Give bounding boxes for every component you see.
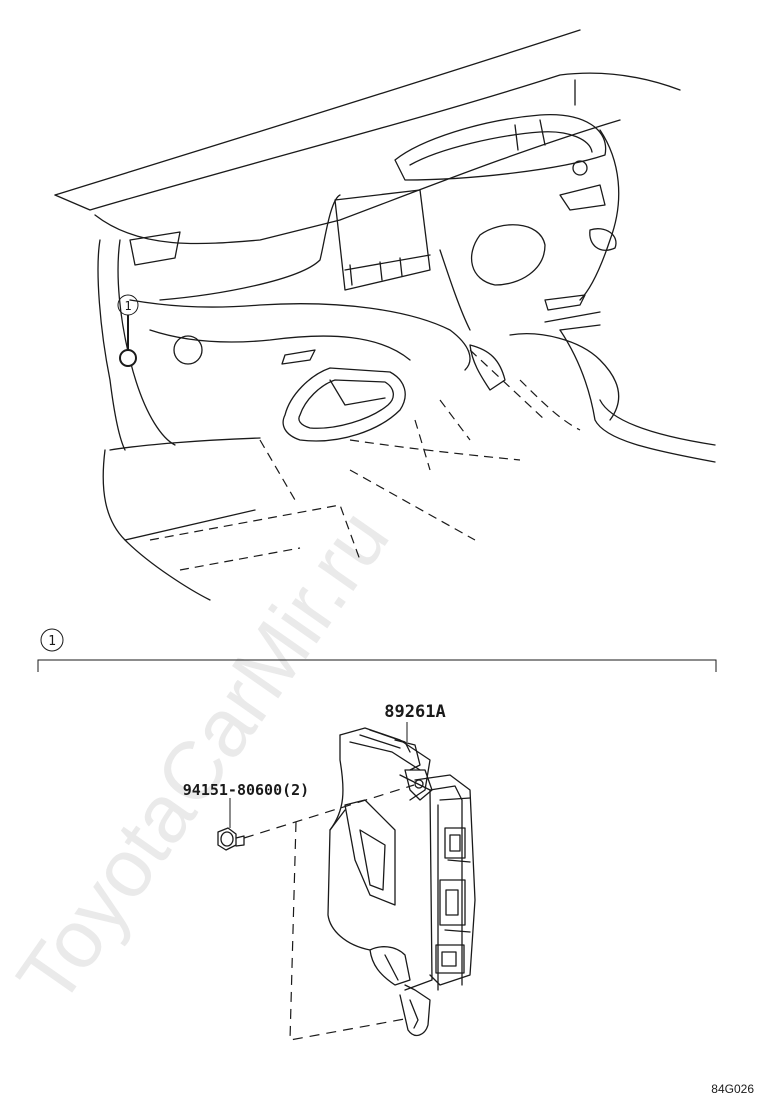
leader-lines xyxy=(229,722,415,1041)
location-marker xyxy=(119,349,137,367)
section-header: 1 xyxy=(37,628,717,672)
part-label-bolt: 94151-80600(2) xyxy=(183,781,309,799)
figure-code: 84G026 xyxy=(711,1082,754,1096)
computer-module xyxy=(327,727,476,1037)
part-label-computer: 89261A xyxy=(384,702,445,722)
dashboard-callout: 1 xyxy=(117,294,139,367)
bolt xyxy=(217,827,245,851)
section-number-label: 1 xyxy=(48,634,56,649)
dashboard-illustration xyxy=(54,29,716,601)
callout-number-label: 1 xyxy=(124,299,131,313)
watermark: ToyotaCarMir.ru xyxy=(0,494,406,1020)
